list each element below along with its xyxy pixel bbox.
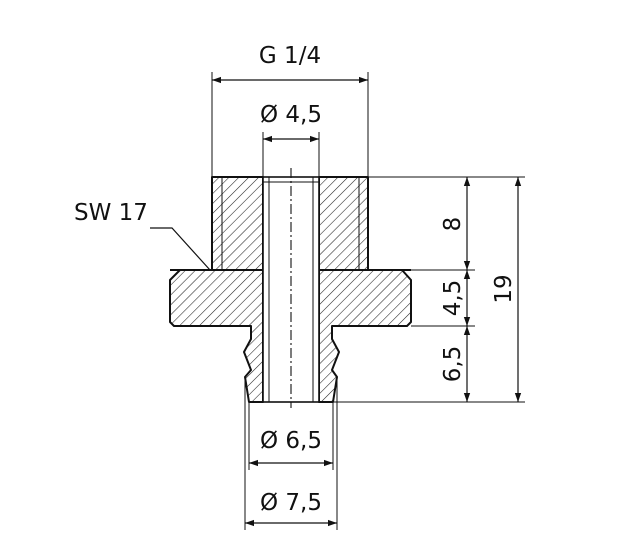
left-section-hatch: [169, 176, 264, 403]
label-barb-diameter: Ø 7,5: [260, 490, 322, 516]
right-section-hatch: [318, 176, 412, 403]
label-hose-diameter: Ø 6,5: [260, 428, 322, 454]
label-wrench-size: SW 17: [74, 200, 148, 226]
extension-lines: [211, 72, 525, 530]
label-height-thread: 8: [440, 217, 466, 232]
label-height-barb: 6,5: [440, 346, 466, 383]
label-inner-diameter: Ø 4,5: [260, 102, 322, 128]
label-thread: G 1/4: [259, 43, 321, 69]
label-height-total: 19: [491, 274, 517, 303]
dimension-lines: [150, 76, 522, 527]
dimension-labels: G 1/4 Ø 4,5 SW 17 8 4,5 6,5 19 Ø 6,5 Ø 7…: [74, 43, 517, 516]
fitting-section: [169, 168, 412, 408]
label-height-collar: 4,5: [440, 280, 466, 317]
wrench-size-leader: [150, 227, 211, 271]
